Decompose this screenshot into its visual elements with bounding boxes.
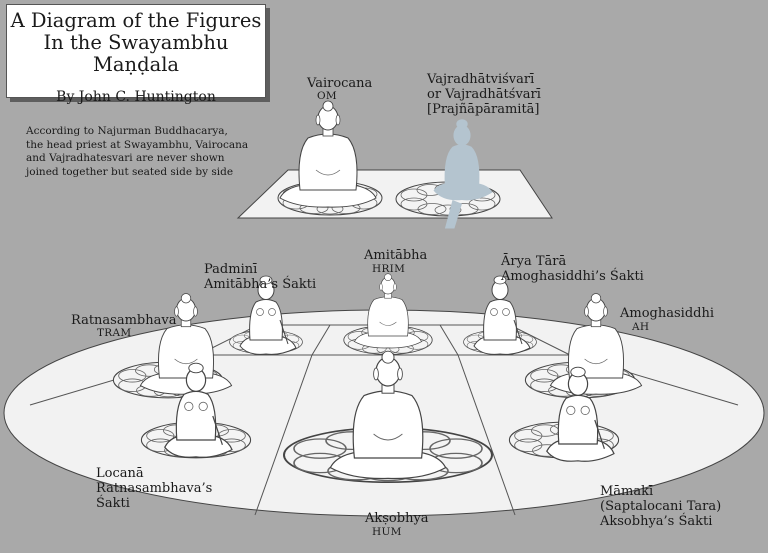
mamaki-label-line-1: Māmakī (600, 484, 654, 499)
author-byline: By John C. Huntington (56, 89, 216, 105)
vajradhatvisvari-label-line-1: Vajradhātviśvarī (427, 72, 535, 87)
title-line-1: A Diagram of the Figures (10, 9, 262, 32)
ratnasambhava-label: Ratnasambhava (71, 313, 177, 328)
padmini-label-line-1: Padminī (204, 262, 258, 277)
ratnasambhava-syllable: TRAM (97, 327, 132, 339)
vairocana-syllable: OM (317, 90, 337, 102)
locana-label-line-1: Locanā (96, 466, 144, 481)
vajradhatvisvari-figure (433, 119, 493, 229)
note-line: and Vajradhatesvari are never shown (26, 152, 225, 164)
amitabha-label: Amitābha (364, 248, 428, 263)
aksobhya-syllable: HUM (372, 526, 402, 538)
vajradhatvisvari-label-line-3: [Prajñāpāramitā] (427, 102, 540, 117)
title-line-2: In the Swayambhu Maṇḍala (43, 31, 229, 76)
vairocana-label: Vairocana (307, 76, 373, 91)
vairocana-figure (279, 100, 377, 208)
note-line: the head priest at Swayambhu, Vairocana (26, 138, 249, 151)
historical-note: According to Najurman Buddhacarya, the h… (26, 125, 256, 179)
note-line: According to Najurman Buddhacarya, (26, 125, 228, 137)
amoghasiddhi-label: Amoghasiddhi (620, 306, 714, 321)
arya-tara-label-line-2: Amoghasiddhi’s Śakti (501, 269, 644, 284)
padmini-label-line-2: Amitābha’s Śakti (204, 277, 317, 292)
aksobhya-label: Akṣobhya (365, 511, 429, 526)
locana-label-line-3: Śakti (96, 496, 130, 511)
locana-label-line-2: Ratnasambhava’s (96, 481, 213, 496)
note-line: joined together but seated side by side (26, 165, 234, 178)
amoghasiddhi-syllable: AH (632, 321, 650, 333)
arya-tara-label-line-1: Ārya Tārā (501, 254, 567, 269)
mamaki-label-line-3: Aksobhya’s Śakti (600, 514, 713, 529)
title-box: A Diagram of the Figures In the Swayambh… (6, 4, 266, 105)
amitabha-syllable: HRIM (372, 263, 406, 275)
vajradhatvisvari-label-line-2: or Vajradhātśvarī (427, 87, 541, 102)
mamaki-label-line-2: (Saptalocani Tara) (600, 499, 722, 514)
